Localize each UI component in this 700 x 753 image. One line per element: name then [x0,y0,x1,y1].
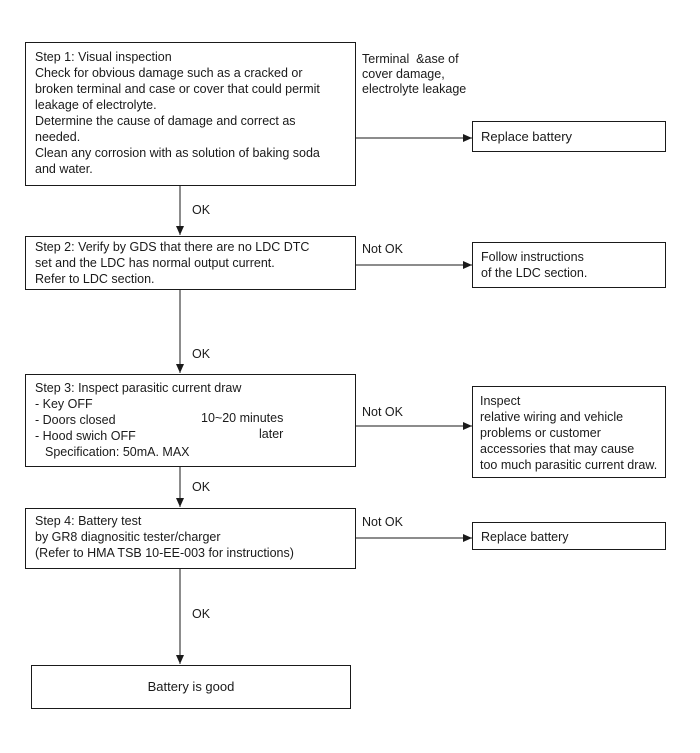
step1-fail-label: Terminal &ase of cover damage, electroly… [362,52,467,96]
step3-box: Step 3: Inspect parasitic current draw -… [25,374,356,467]
step1-pass-label: OK [192,203,211,217]
step2-result-text: Follow instructions of the LDC section. [481,250,588,280]
step3-fail-label: Not OK [362,405,403,419]
final-text: Battery is good [147,679,235,694]
step2-result-box: Follow instructions of the LDC section. [472,242,666,288]
step3-result-box: Inspect relative wiring and vehicle prob… [472,386,666,478]
step4-result-text: Replace battery [481,530,569,544]
step2-text: Step 2: Verify by GDS that there are no … [35,240,310,286]
step1-result-box: Replace battery [472,121,666,152]
step1-text: Step 1: Visual inspection Check for obvi… [35,50,320,176]
step4-result-box: Replace battery [472,522,666,550]
step2-pass-label: OK [192,347,211,361]
step1-result-text: Replace battery [481,129,573,144]
step4-box: Step 4: Battery test by GR8 diagnositic … [25,508,356,569]
step3-item-doors: - Doors closed [35,413,116,427]
step4-fail-label: Not OK [362,515,403,529]
step3-item-hood: - Hood swich OFF [35,429,136,443]
step3-item-key: - Key OFF [35,397,93,411]
step3-time-note: 10~20 minutes later [201,411,284,441]
step2-box: Step 2: Verify by GDS that there are no … [25,236,356,290]
step3-pass-label: OK [192,480,211,494]
step3-result-text: Inspect relative wiring and vehicle prob… [480,394,658,472]
step4-text: Step 4: Battery test by GR8 diagnositic … [35,514,294,560]
step3-spec: Specification: 50mA. MAX [45,445,190,459]
step3-title: Step 3: Inspect parasitic current draw [35,381,242,395]
step4-pass-label: OK [192,607,211,621]
final-box: Battery is good [31,665,351,709]
step1-box: Step 1: Visual inspection Check for obvi… [25,42,356,186]
step2-fail-label: Not OK [362,242,403,256]
